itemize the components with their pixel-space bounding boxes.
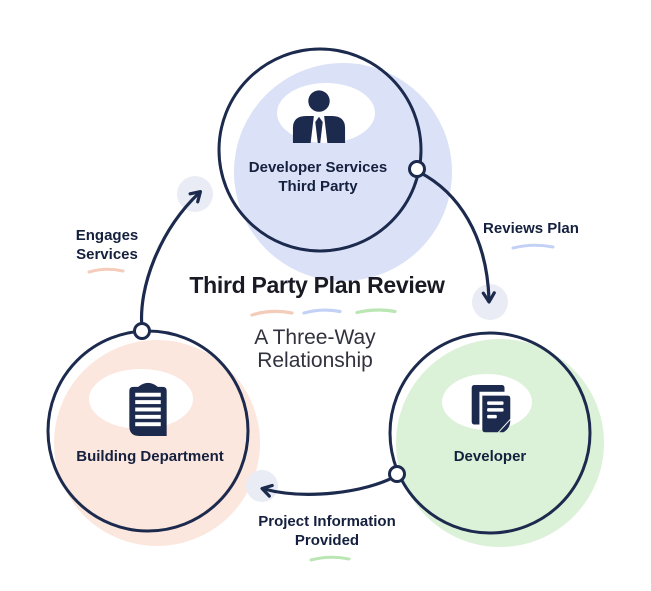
person-icon	[292, 90, 346, 143]
notepad-icon	[129, 382, 167, 436]
page-subtitle: A Three-Way Relationship	[254, 326, 375, 372]
bubble-label-developer-text: Developer	[453, 448, 527, 465]
arrowhead-halo-engages	[177, 176, 213, 212]
arrow-label-reviews-plan: Reviews Plan	[483, 219, 579, 238]
connector-node-building-department	[133, 322, 151, 340]
bubble-label-third-party: Developer Services Third Party	[249, 158, 387, 196]
title-dash-green	[355, 308, 397, 315]
title-dash-peach	[250, 309, 294, 317]
arrow-engages-services	[139, 190, 203, 330]
arrow-project-information	[260, 474, 398, 498]
bubble-label-third-party-line2: Third Party	[278, 178, 358, 195]
arrow-label-project-information: Project Information Provided	[258, 512, 396, 550]
title-dash-blue	[302, 308, 342, 315]
page-subtitle-line1: A Three-Way	[254, 326, 376, 349]
bubble-label-developer: Developer	[454, 447, 527, 466]
arrow-label-reviews-text: Reviews Plan	[483, 220, 579, 237]
connector-node-developer	[388, 465, 406, 483]
page-subtitle-line2: Relationship	[257, 349, 373, 372]
connector-node-third-party	[408, 160, 426, 178]
documents-icon	[471, 384, 511, 433]
arrow-label-engages-line1: Engages	[75, 227, 139, 244]
project-underline-swoosh	[309, 555, 351, 562]
bubble-outline-third-party	[217, 47, 423, 253]
reviews-underline-swoosh	[511, 243, 555, 250]
arrow-label-engages-services: Engages Services	[76, 226, 139, 264]
arrow-label-project-line2: Provided	[294, 532, 360, 549]
arrowhead-halo-project	[246, 470, 278, 502]
bubble-label-third-party-line1: Developer Services	[248, 159, 388, 176]
arrow-reviews-plan	[417, 170, 496, 304]
bubble-fill-developer	[396, 339, 604, 547]
title-dashes	[250, 308, 397, 317]
bubble-outline-developer	[388, 331, 592, 535]
arrow-label-engages-line2: Services	[76, 246, 138, 263]
page-title: Third Party Plan Review	[189, 272, 445, 298]
bubble-label-building-department: Building Department	[76, 447, 224, 466]
arrow-label-project-line1: Project Information	[258, 513, 396, 530]
engages-underline-swoosh	[87, 267, 125, 274]
bubble-label-building-department-text: Building Department	[76, 448, 224, 465]
